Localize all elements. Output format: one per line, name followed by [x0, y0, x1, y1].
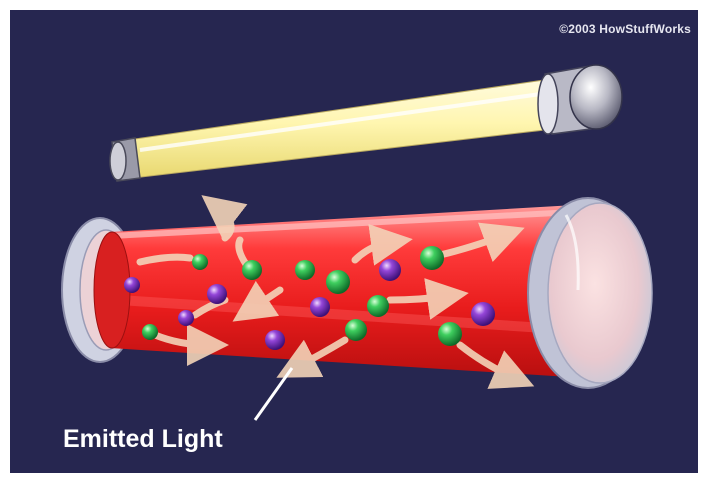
caption-pointer-line: [255, 368, 292, 420]
copyright-notice: ©2003 HowStuffWorks: [559, 22, 691, 36]
green-atom: [192, 254, 208, 270]
purple-atom: [379, 259, 401, 281]
green-atom: [142, 324, 158, 340]
green-atom: [295, 260, 315, 280]
purple-atom: [471, 302, 495, 326]
photon-arrow: [390, 296, 448, 300]
purple-atom: [265, 330, 285, 350]
green-atom: [420, 246, 444, 270]
right-mirror: [528, 198, 652, 388]
emitted-light-label: Emitted Light: [63, 425, 223, 454]
green-atom: [438, 322, 462, 346]
purple-atom: [124, 277, 140, 293]
purple-atom: [178, 310, 194, 326]
flash-tube-left-cap: [110, 138, 140, 181]
purple-atom: [310, 297, 330, 317]
green-atom: [345, 319, 367, 341]
flash-tube-right-cap: [538, 65, 622, 134]
ruby-rod: [62, 198, 652, 388]
green-atom: [367, 295, 389, 317]
green-atom: [326, 270, 350, 294]
purple-atom: [207, 284, 227, 304]
flash-tube: [110, 65, 622, 181]
green-atom: [242, 260, 262, 280]
